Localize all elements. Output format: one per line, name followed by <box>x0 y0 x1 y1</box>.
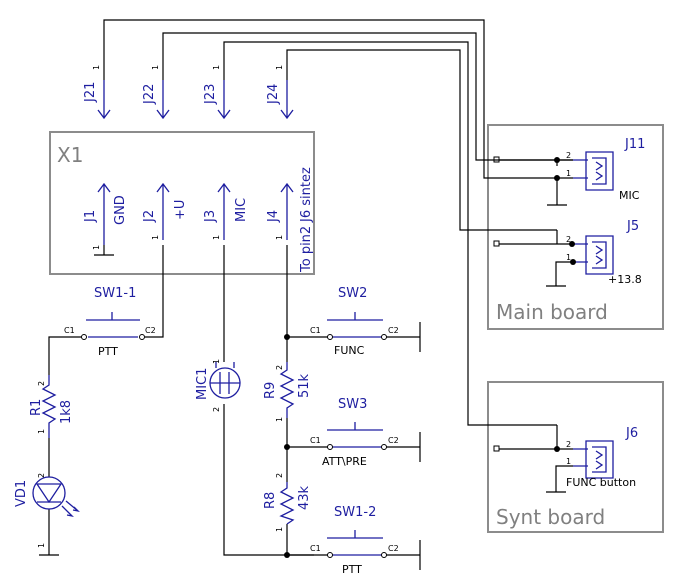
svg-text:1: 1 <box>212 235 221 240</box>
svg-text:2: 2 <box>275 365 284 370</box>
svg-text:1: 1 <box>37 429 46 434</box>
svg-text:1: 1 <box>566 253 571 262</box>
svg-text:1: 1 <box>212 359 221 364</box>
synt-board-box <box>487 381 664 533</box>
switch-sw3: SW3 ATT\PRE C1 C2 <box>287 397 421 468</box>
svg-text:To pin2: To pin2 <box>299 226 314 273</box>
x1-title: X1 <box>57 143 83 167</box>
svg-text:1: 1 <box>566 457 571 466</box>
svg-text:2: 2 <box>37 473 46 478</box>
svg-text:J5: J5 <box>626 219 639 234</box>
svg-text:43k: 43k <box>297 485 312 510</box>
switch-sw1-1: SW1-1 PTT C1 C2 <box>64 286 156 358</box>
svg-text:VD1: VD1 <box>14 480 29 507</box>
x1-j1-ground <box>94 245 114 256</box>
svg-text:1: 1 <box>151 65 160 70</box>
svg-text:FUNC button: FUNC button <box>566 476 636 489</box>
svg-text:J21: J21 <box>83 82 98 103</box>
resistor-r1: R1 1k8 2 1 <box>29 375 74 438</box>
svg-text:MIC1: MIC1 <box>195 368 210 400</box>
svg-text:R9: R9 <box>263 382 278 399</box>
top-connector-j22: J22 1 <box>142 65 170 120</box>
svg-text:GND: GND <box>113 195 128 225</box>
svg-text:J11: J11 <box>624 137 645 152</box>
connector-j5: 2 1 J5 +13.8 <box>493 219 642 287</box>
connector-j11: 2 1 J11 MIC <box>493 137 645 206</box>
switch-sw1-2: SW1-2 PTT C1 C2 <box>287 505 421 576</box>
svg-text:FUNC: FUNC <box>334 344 365 357</box>
svg-text:PTT: PTT <box>342 563 362 576</box>
connector-j6: 2 1 J6 FUNC button <box>493 425 638 493</box>
svg-text:J22: J22 <box>142 84 157 105</box>
svg-text:1: 1 <box>37 543 46 548</box>
svg-text:J2: J2 <box>142 210 157 223</box>
svg-text:MIC: MIC <box>234 198 249 222</box>
svg-text:R8: R8 <box>263 492 278 509</box>
svg-text:SW1-2: SW1-2 <box>334 505 376 520</box>
svg-text:ATT\PRE: ATT\PRE <box>322 455 367 468</box>
svg-text:J24: J24 <box>266 84 281 105</box>
svg-text:+13.8: +13.8 <box>608 273 642 286</box>
svg-text:MIC: MIC <box>619 189 640 202</box>
svg-text:C2: C2 <box>388 436 399 445</box>
svg-text:1: 1 <box>275 235 284 240</box>
svg-text:1: 1 <box>275 417 284 422</box>
resistor-r8: R8 43k 2 1 <box>263 473 312 532</box>
svg-text:1: 1 <box>92 245 101 250</box>
svg-text:51k: 51k <box>297 373 312 398</box>
svg-text:1: 1 <box>566 169 571 178</box>
svg-text:J3: J3 <box>203 210 218 223</box>
svg-text:J6: J6 <box>625 426 638 441</box>
svg-text:PTT: PTT <box>98 345 118 358</box>
svg-text:C1: C1 <box>310 544 321 553</box>
led-vd1: VD1 2 1 <box>14 438 80 556</box>
svg-text:2: 2 <box>275 473 284 478</box>
svg-text:1k8: 1k8 <box>59 400 74 424</box>
x1-pin-j3: J3 MIC 1 <box>203 182 249 240</box>
svg-text:2: 2 <box>566 440 571 449</box>
wire-j21 <box>103 19 573 179</box>
svg-text:1: 1 <box>92 65 101 70</box>
svg-text:C1: C1 <box>64 326 75 335</box>
svg-text:C1: C1 <box>310 326 321 335</box>
svg-text:J1: J1 <box>83 210 98 223</box>
wire-ptt-r1 <box>48 336 82 375</box>
svg-text:1: 1 <box>212 65 221 70</box>
top-connector-j23: J23 1 <box>203 65 231 120</box>
svg-text:J6 sintez: J6 sintez <box>299 167 314 223</box>
svg-text:SW1-1: SW1-1 <box>94 286 136 301</box>
top-connector-j24: J24 1 <box>266 65 294 120</box>
resistor-r9: R9 51k 2 1 <box>263 362 312 422</box>
svg-text:1: 1 <box>275 65 284 70</box>
svg-text:C2: C2 <box>388 326 399 335</box>
x1-box <box>49 131 315 275</box>
switch-sw2: SW2 FUNC C1 C2 <box>287 286 421 357</box>
wire-plus-u <box>145 245 164 338</box>
svg-text:2: 2 <box>566 235 571 244</box>
svg-text:C1: C1 <box>310 436 321 445</box>
top-connector-j21: J21 1 <box>83 65 111 120</box>
svg-text:2: 2 <box>566 151 571 160</box>
main-board-title: Main board <box>496 300 608 324</box>
wire-j24 <box>286 49 557 231</box>
svg-text:+U: +U <box>173 200 188 220</box>
svg-text:C2: C2 <box>145 326 156 335</box>
svg-text:SW2: SW2 <box>338 286 367 301</box>
x1-pin-j4: J4 J6 sintez To pin2 1 <box>266 167 314 273</box>
svg-text:2: 2 <box>37 381 46 386</box>
svg-text:2: 2 <box>212 407 221 412</box>
svg-text:SW3: SW3 <box>338 397 367 412</box>
x1-pin-j2: J2 +U 1 <box>142 182 188 240</box>
synt-board-title: Synt board <box>496 505 605 529</box>
svg-text:J23: J23 <box>203 84 218 105</box>
svg-text:C2: C2 <box>388 544 399 553</box>
main-board-box <box>487 124 664 330</box>
svg-text:1: 1 <box>275 527 284 532</box>
svg-text:1: 1 <box>151 235 160 240</box>
x1-pin-j1: J1 GND 1 <box>83 182 128 250</box>
wire-j23 <box>223 41 557 426</box>
svg-text:J4: J4 <box>266 210 281 223</box>
svg-text:R1: R1 <box>29 399 44 416</box>
